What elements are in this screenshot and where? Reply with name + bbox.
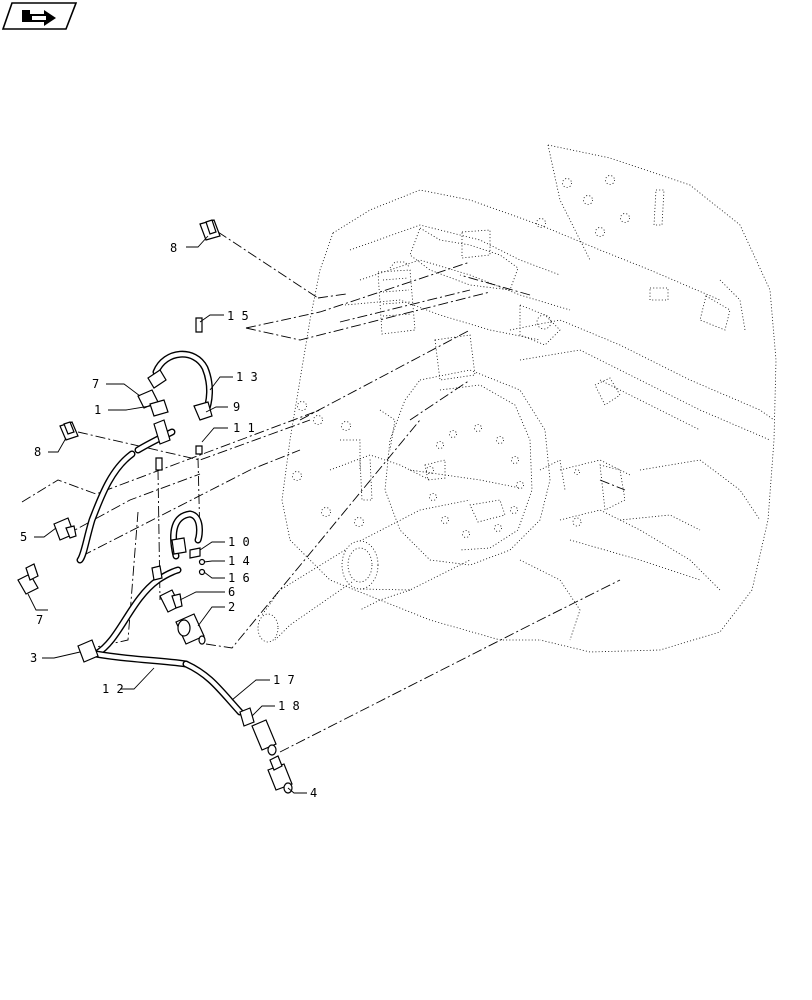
callout-labels: 8 1 5 7 1 3 1 9 1 1 8 5 1 0 1 4 1 6 6 7 … xyxy=(20,241,317,800)
callout-2: 2 xyxy=(228,600,235,614)
callout-10: 1 0 xyxy=(228,535,250,549)
callout-17: 1 7 xyxy=(273,673,295,687)
callout-12: 1 2 xyxy=(102,682,124,696)
fitting-18[interactable] xyxy=(239,707,277,756)
fitting-7-lower[interactable] xyxy=(17,563,39,595)
callout-13: 1 3 xyxy=(236,370,258,384)
callout-4: 4 xyxy=(310,786,317,800)
callout-1: 1 xyxy=(94,403,101,417)
fitting-1[interactable] xyxy=(149,399,169,417)
callout-8-upper: 8 xyxy=(170,241,177,255)
callout-16: 1 6 xyxy=(228,571,250,585)
callout-18: 1 8 xyxy=(278,699,300,713)
fitting-3[interactable] xyxy=(77,639,99,663)
hose-13 xyxy=(152,350,213,418)
fitting-6[interactable] xyxy=(159,589,183,613)
callout-7-lower: 7 xyxy=(36,613,43,627)
hose-12 xyxy=(92,566,190,668)
fitting-4[interactable] xyxy=(267,755,293,794)
callout-9: 9 xyxy=(233,400,240,414)
leader-lines xyxy=(27,235,307,794)
hose-loop-10 xyxy=(170,510,204,560)
fitting-8-lower[interactable] xyxy=(59,421,79,441)
assembly-reference-lines xyxy=(21,231,626,753)
callout-5: 5 xyxy=(20,530,27,544)
hose-lower-left xyxy=(76,428,176,564)
fitting-10-14-16[interactable] xyxy=(151,537,206,581)
callout-11: 1 1 xyxy=(233,421,255,435)
fitting-tee-center[interactable] xyxy=(153,317,213,471)
next-page-arrow-icon[interactable] xyxy=(1,2,78,30)
callout-3: 3 xyxy=(30,651,37,665)
callout-7-upper: 7 xyxy=(92,377,99,391)
callout-6: 6 xyxy=(228,585,235,599)
callout-8-lower: 8 xyxy=(34,445,41,459)
fitting-8-upper[interactable] xyxy=(199,219,221,241)
fitting-5[interactable] xyxy=(53,517,77,541)
callout-15: 1 5 xyxy=(227,309,249,323)
axle-assembly-outline xyxy=(257,144,777,653)
callout-14: 1 4 xyxy=(228,554,250,568)
hose-17 xyxy=(182,660,244,716)
fitting-2[interactable] xyxy=(175,613,206,645)
